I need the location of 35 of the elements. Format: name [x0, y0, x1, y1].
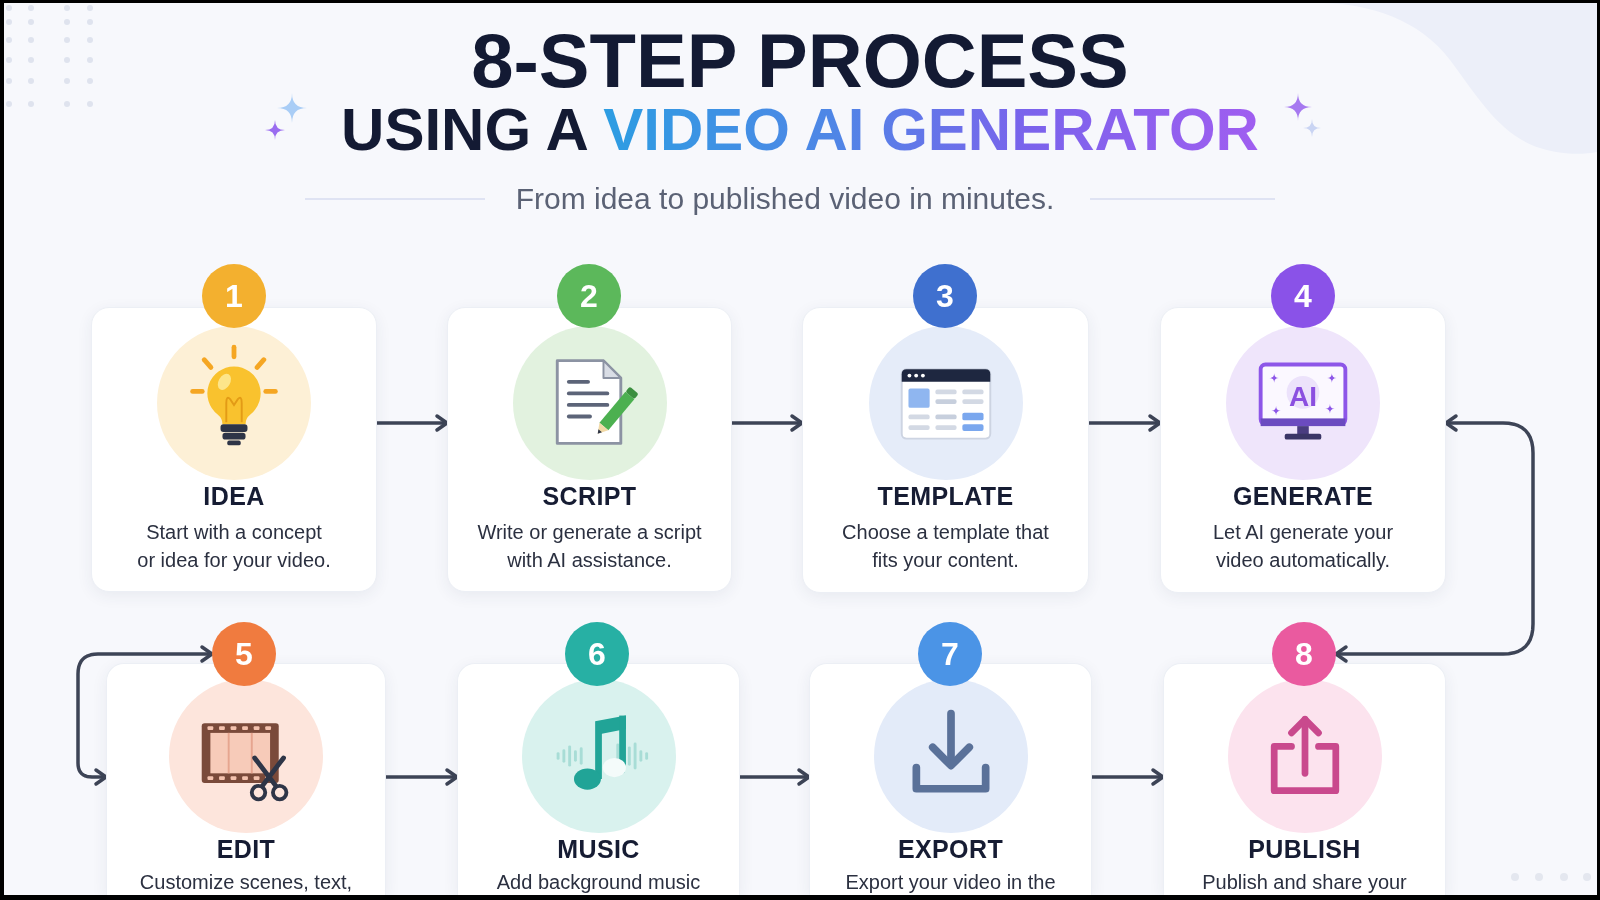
step-title: EXPORT	[897, 834, 1004, 865]
step-description: Let AI generate your video automatically.	[1211, 520, 1395, 573]
step-title: SCRIPT	[542, 481, 637, 512]
connector-arrow	[1334, 414, 1535, 663]
step-description: Start with a concept or idea for your video.	[136, 520, 332, 573]
step-card	[1163, 663, 1446, 895]
step-card	[106, 663, 386, 895]
step-description: Choose a template that fits your content.	[841, 520, 1050, 573]
connector-arrow	[740, 768, 811, 786]
step-title: TEMPLATE	[877, 481, 1014, 512]
step-description: Add background music	[496, 870, 701, 895]
step-card	[91, 307, 377, 592]
step-card	[809, 663, 1092, 895]
step-card	[447, 307, 732, 592]
step-description: Customize scenes, text,	[139, 870, 353, 895]
step-description: Publish and share your	[1202, 870, 1407, 895]
monitor-text: AI	[1289, 382, 1317, 412]
step-title: EDIT	[216, 834, 276, 865]
step-title: GENERATE	[1232, 481, 1374, 512]
connector-arrow	[1089, 414, 1162, 432]
step-card	[802, 307, 1089, 593]
connector-arrow	[76, 645, 214, 786]
subtitle: From idea to published video in minutes.	[515, 181, 1055, 217]
connector-arrow	[1092, 768, 1165, 786]
connector-arrow	[732, 414, 804, 432]
connector-arrow	[386, 768, 459, 786]
step-title: PUBLISH	[1248, 834, 1361, 865]
step-description: Export your video in the	[845, 870, 1056, 895]
step-card	[1160, 307, 1446, 593]
step-title: IDEA	[203, 481, 265, 512]
step-title: MUSIC	[557, 834, 640, 865]
step-card	[457, 663, 740, 895]
connector-arrow	[377, 414, 449, 432]
title: 8-STEP PROCESS USING A VIDEO AI GENERATOR	[341, 23, 1259, 161]
step-description: Write or generate a script with AI assistance.	[476, 520, 703, 573]
